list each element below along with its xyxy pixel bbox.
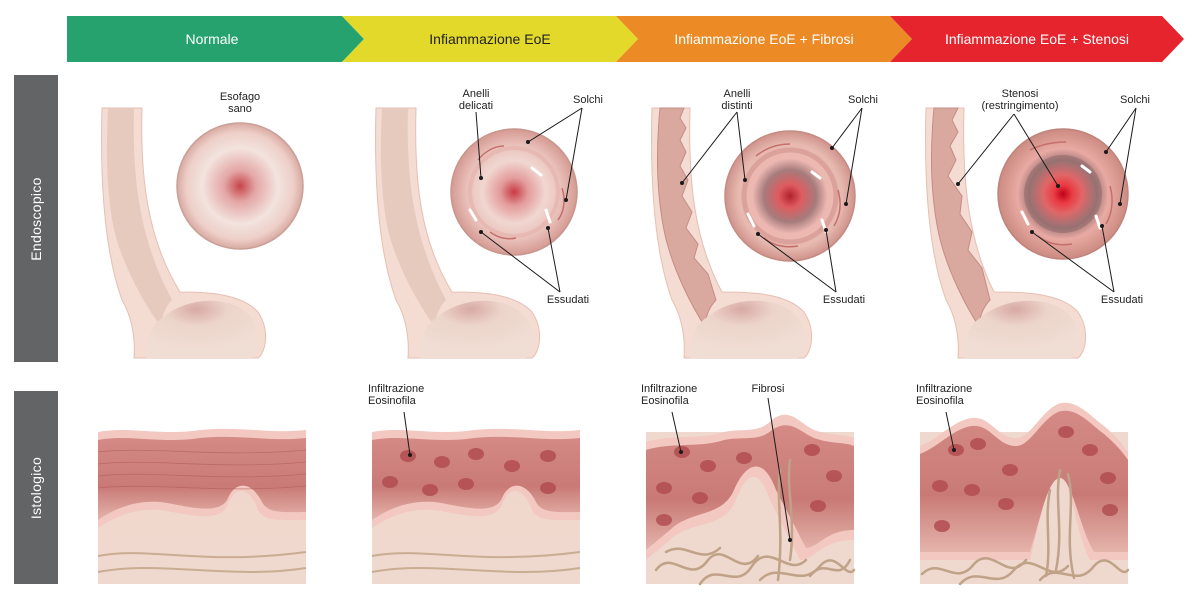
stage-arrow-2 xyxy=(342,16,638,62)
histo-panel-inflammation xyxy=(371,428,581,584)
endo-panel-fibrosis xyxy=(651,107,856,359)
histo-panel-fibrosis xyxy=(646,414,856,586)
stomach-normal xyxy=(146,300,259,358)
exudate-marks xyxy=(1020,164,1102,230)
label-delicate-rings: Anelli delicati xyxy=(458,88,494,112)
stage-header xyxy=(67,16,1184,62)
stage-label-normal: Normale xyxy=(185,31,239,47)
delicate-ring xyxy=(468,146,560,238)
esophagus-lumen-normal xyxy=(106,108,172,328)
label-stenosis: Stenosi (restringimento) xyxy=(981,88,1059,112)
label-fibrosis: Fibrosi xyxy=(751,383,785,395)
row-label-histologic-text: Istologico xyxy=(28,456,44,519)
endo-panel-stenosis xyxy=(925,107,1129,359)
stenosis-ring xyxy=(1024,155,1102,233)
label-distinct-rings: Anelli distinti xyxy=(721,88,753,112)
endoscopic-view-stenosis xyxy=(997,128,1129,260)
stomach-stenosis xyxy=(964,300,1079,358)
row-label-endoscopic-text: Endoscopico xyxy=(28,176,44,261)
fibrosis-fibers xyxy=(920,468,1130,586)
mucosa-fibrosis xyxy=(646,425,854,550)
eosinophils xyxy=(932,426,1118,532)
row-label-endoscopic: Endoscopico xyxy=(14,75,58,362)
label-exudates-2: Essudati xyxy=(546,294,590,306)
stage-label-fibrosis: Infiammazione EoE + Fibrosi xyxy=(674,31,854,47)
label-furrows-4: Solchi xyxy=(1120,94,1150,106)
furrow-marks xyxy=(477,145,565,240)
stomach-inflammation xyxy=(420,300,533,358)
endo-panel-inflammation xyxy=(375,107,578,359)
submucosa-fibers xyxy=(97,551,307,573)
leader-lines-endo xyxy=(475,107,1137,293)
stomach-fibrosis xyxy=(690,300,805,358)
mucosa-inflammation xyxy=(372,436,580,520)
label-furrows-2: Solchi xyxy=(573,94,603,106)
label-eosinophilic-infiltration-3: Infiltrazione Eosinofila xyxy=(641,383,698,407)
label-furrows-3: Solchi xyxy=(848,94,878,106)
fibrosis-fibers xyxy=(654,458,856,586)
tissue-layers xyxy=(97,449,307,490)
submucosa-fibers xyxy=(371,551,581,573)
stage-arrow-4 xyxy=(890,16,1184,62)
leader-dots-endo xyxy=(479,140,1122,236)
label-exudates-3: Essudati xyxy=(822,294,866,306)
endo-panel-normal xyxy=(101,107,304,359)
stage-arrow-1 xyxy=(67,16,364,62)
stage-label-stenosis: Infiammazione EoE + Stenosi xyxy=(944,31,1130,47)
esophagus-lumen-inflammation xyxy=(380,108,446,328)
eosinophils xyxy=(382,448,556,496)
label-healthy-esophagus: Esofago sano xyxy=(219,91,261,115)
histo-panel-stenosis xyxy=(920,402,1130,586)
distinct-ring xyxy=(741,147,839,245)
exudate-marks xyxy=(468,166,552,224)
label-eosinophilic-infiltration-4: Infiltrazione Eosinofila xyxy=(916,383,973,407)
leader-dots-histo xyxy=(408,448,956,542)
stage-label-inflammation: Infiammazione EoE xyxy=(429,31,551,47)
label-eosinophilic-infiltration-2: Infiltrazione Eosinofila xyxy=(368,383,425,407)
label-exudates-4: Essudati xyxy=(1100,294,1144,306)
stage-arrow-3 xyxy=(616,16,912,62)
esophagus-lumen-stenosis xyxy=(930,107,991,329)
eosinophils xyxy=(656,444,842,526)
mucosa-normal xyxy=(98,436,306,520)
leader-lines-histo xyxy=(403,397,955,541)
histo-panel-normal xyxy=(97,428,307,584)
endoscopic-view-normal xyxy=(176,122,304,250)
row-label-histologic: Istologico xyxy=(14,391,58,584)
